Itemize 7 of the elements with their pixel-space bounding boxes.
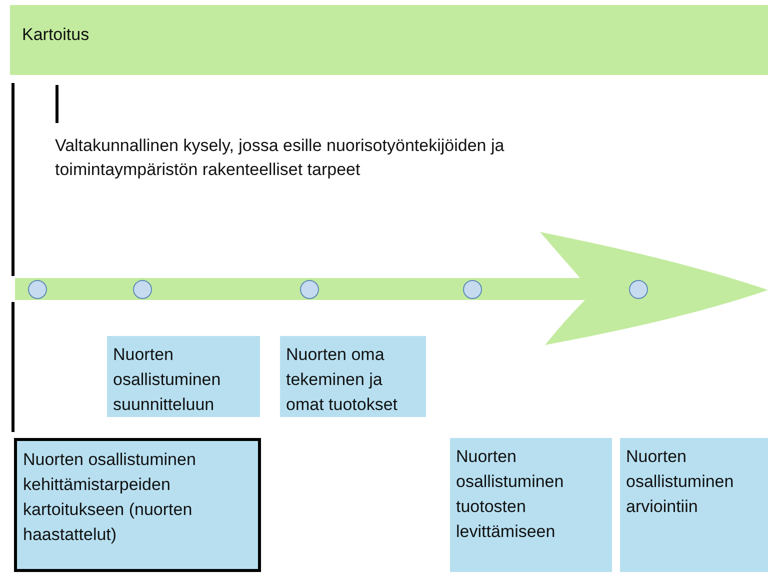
phase-box: Nuorten osallistuminen tuotosten levittämiseen [450, 438, 612, 572]
phase-box: Nuorten oma tekeminen ja omat tuotokset [280, 336, 426, 417]
phase-box: Nuorten osallistuminen arviointiin [620, 438, 768, 572]
description-text: Valtakunnallinen kysely, jossa esille nuorisotyöntekijöiden ja toimintaympäristön rakenteelliset tarpeet [55, 135, 506, 181]
section-band: Kartoitus [10, 5, 768, 75]
phase-box: Nuorten osallistuminen kehittämistarpeiden kartoitukseen (nuorten haastattelut) [14, 438, 261, 572]
phase-box: Nuorten osallistuminen suunnitteluun [107, 336, 260, 417]
